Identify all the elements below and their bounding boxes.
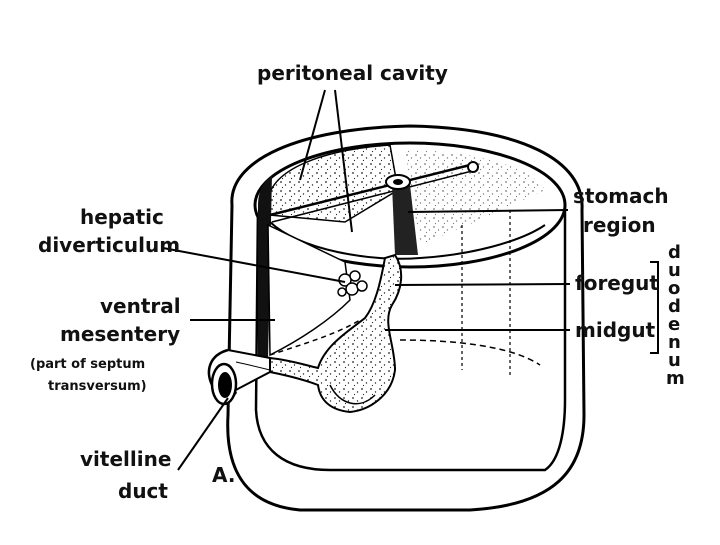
duodenum-letter: m xyxy=(666,368,685,389)
label-diverticulum: diverticulum xyxy=(38,233,180,257)
dashed-outlines xyxy=(399,210,541,375)
duodenum-bracket xyxy=(650,261,659,354)
duodenum-letter: u xyxy=(668,260,681,281)
duodenum-letter: d xyxy=(668,296,681,317)
label-hepatic: hepatic xyxy=(80,205,164,229)
label-region: region xyxy=(583,213,656,237)
vitelline-duct xyxy=(207,348,271,406)
label-foregut: foregut xyxy=(575,271,659,295)
label-midgut: midgut xyxy=(575,318,656,342)
figure-letter: A. xyxy=(212,463,235,487)
label-septum-line1: (part of septum xyxy=(30,357,145,372)
label-ventral: ventral xyxy=(100,294,181,318)
label-vitelline: vitelline xyxy=(80,447,171,471)
leader-lines xyxy=(162,89,571,471)
label-septum-line2: transversum) xyxy=(48,379,147,394)
duodenum-letter: o xyxy=(668,278,680,299)
hepatic-diverticulum xyxy=(337,270,368,297)
duodenum-letter: e xyxy=(668,314,680,335)
label-peritoneal-cavity: peritoneal cavity xyxy=(257,61,448,85)
label-duct: duct xyxy=(118,479,168,503)
label-stomach: stomach xyxy=(573,184,669,208)
label-mesentery: mesentery xyxy=(60,322,180,346)
duodenum-letter: u xyxy=(668,350,681,371)
gut-tube xyxy=(269,253,403,414)
duodenum-letter: d xyxy=(668,242,681,263)
duodenum-letter: n xyxy=(668,332,681,353)
stomach-tube xyxy=(385,161,479,255)
label-duodenum: d u o d e n u m xyxy=(666,242,685,389)
ventral-mesentery xyxy=(267,223,361,357)
